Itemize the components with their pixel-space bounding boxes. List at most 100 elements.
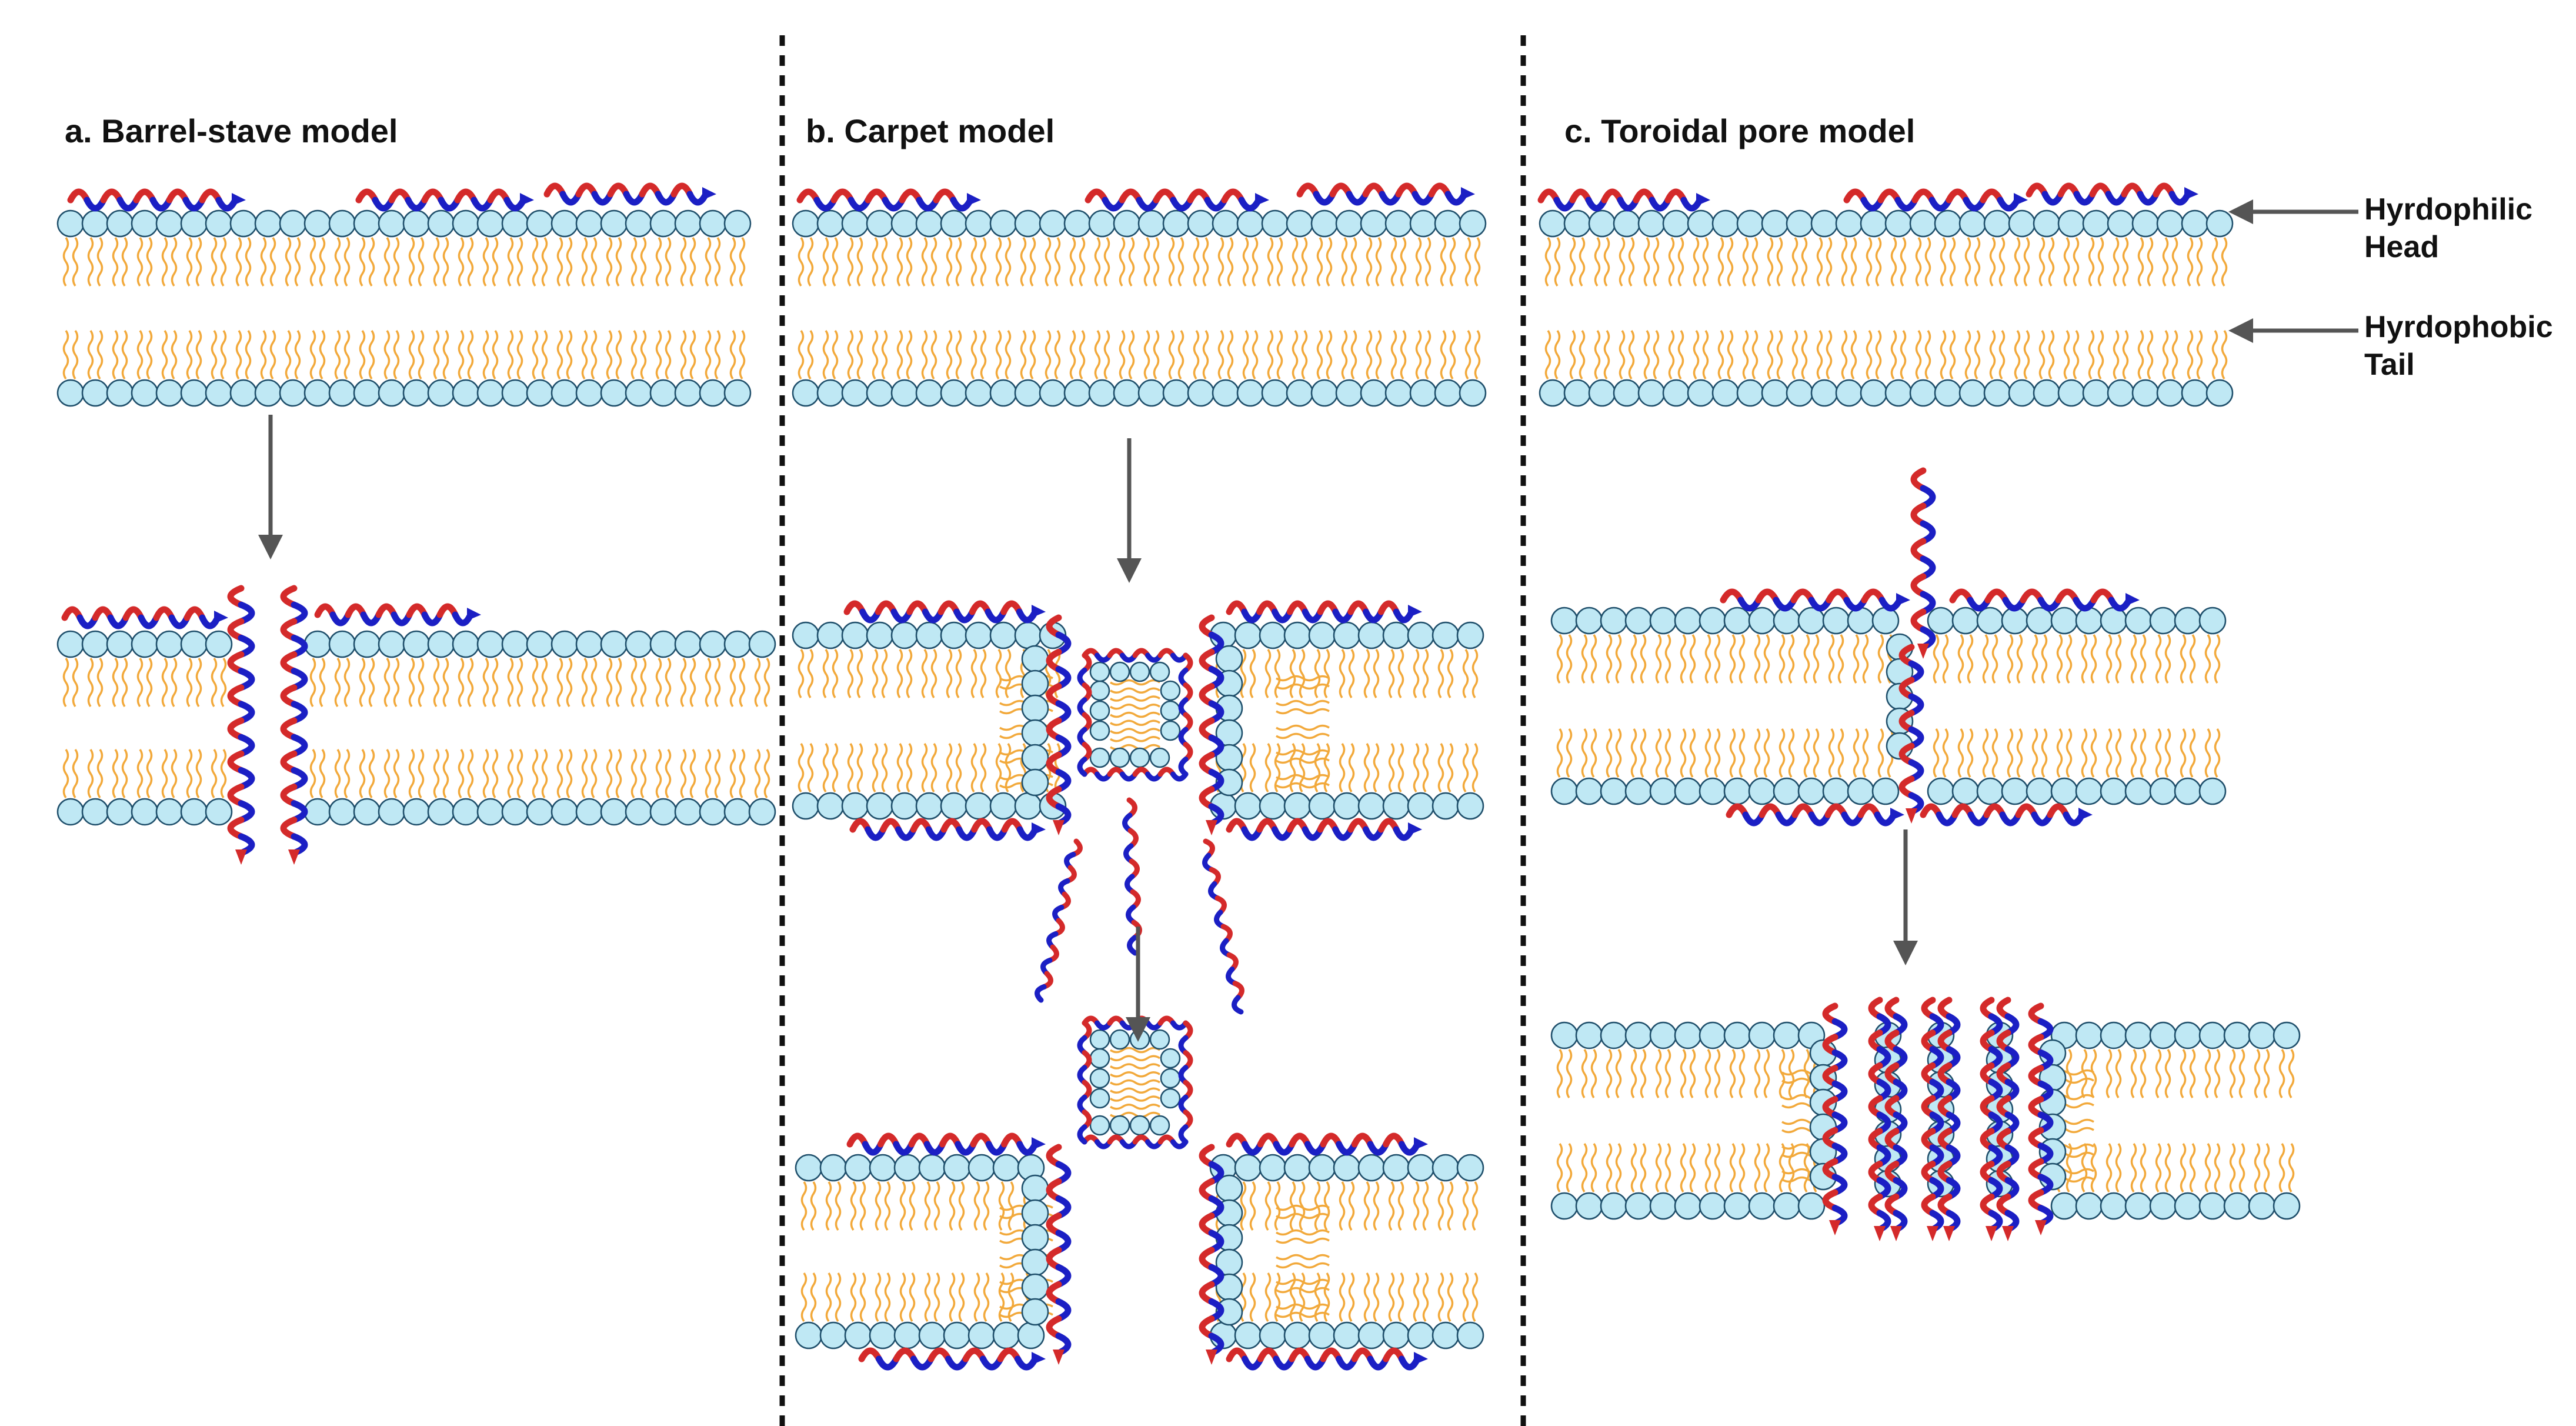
peptide-helix <box>1884 997 1908 1241</box>
lipid-tail <box>408 330 415 379</box>
lipid-head <box>943 1321 971 1350</box>
lipid-tail <box>2164 634 2171 684</box>
lipid-tail <box>1714 1143 1721 1192</box>
lipid-head <box>1674 1021 1702 1049</box>
lipid-tail <box>433 749 440 798</box>
lipid-tail <box>872 237 879 286</box>
lipid-head <box>1187 209 1215 238</box>
lipid-tail <box>1464 330 1471 379</box>
lipid-tail <box>930 743 937 792</box>
lipid-head <box>819 1154 847 1182</box>
lipid-tail <box>1862 728 1869 778</box>
lipid-tail <box>1942 728 1949 778</box>
lipid-tail <box>2155 1143 2162 1192</box>
helix-end <box>1696 193 1710 206</box>
lipid-tail <box>884 1272 891 1322</box>
lipid-head <box>2026 607 2054 635</box>
lipid-tail <box>1949 237 1956 286</box>
lipid-tail <box>1373 649 1380 698</box>
lipid-tail <box>171 330 178 379</box>
lipid-tail <box>235 330 242 379</box>
lipid-tail <box>343 749 351 798</box>
lipid-tail <box>2041 728 2048 778</box>
lipid-tail <box>1643 237 1650 286</box>
lipid-tail <box>1866 237 1873 286</box>
peptide-helix <box>1085 188 1269 212</box>
lipid-tail <box>807 237 814 286</box>
lipid-tail <box>1005 743 1012 792</box>
lipid-head <box>1563 379 1591 407</box>
helix-turn <box>280 784 298 807</box>
lipid-tail <box>1664 728 1671 778</box>
lipid-tail <box>689 658 696 707</box>
lipid-head <box>1259 1321 1287 1350</box>
lipid-tail <box>1924 330 1931 379</box>
lipid-head <box>2008 379 2036 407</box>
lipid-head <box>1797 777 1826 805</box>
lipid-tail <box>2278 1143 2285 1192</box>
lipid-head <box>328 630 356 658</box>
lipid-tail <box>532 749 539 798</box>
lipid-head <box>600 379 628 407</box>
lipid-tail <box>2180 634 2187 684</box>
lipid-tail <box>615 749 622 798</box>
lipid-tail <box>2088 330 2095 379</box>
lipid-tail <box>729 658 736 707</box>
lipid-head <box>893 1321 922 1350</box>
lipid-head <box>1588 209 1616 238</box>
lipid-head <box>155 379 183 407</box>
lipid-head <box>476 798 505 826</box>
lipid-tail <box>1462 1181 1469 1231</box>
lipid-head <box>1357 1321 1386 1350</box>
lipid-head <box>1575 607 1603 635</box>
lipid-tail <box>2214 1143 2221 1192</box>
lipid-tail <box>1594 330 1601 379</box>
lipid-tail <box>754 749 761 798</box>
peptide-helix <box>1296 182 1475 206</box>
lipid-tail <box>433 237 440 286</box>
lipid-tail <box>1890 237 1897 286</box>
lipid-tail <box>1877 634 1884 684</box>
lipid-tail <box>2014 330 2021 379</box>
lipid-tail <box>516 330 523 379</box>
lipid-tail <box>1341 330 1348 379</box>
lipid-tail <box>800 1272 807 1322</box>
lipid-tail <box>1249 1272 1256 1322</box>
lipid-tail <box>798 237 805 286</box>
lipid-tail <box>1437 1272 1444 1322</box>
lipid-head <box>1958 379 1987 407</box>
lipid-head <box>1711 209 1740 238</box>
lipid-tail <box>1397 743 1404 792</box>
helix-turn <box>291 668 308 691</box>
lipid-tail <box>1554 237 1561 286</box>
lipid-head <box>1871 777 1900 805</box>
lipid-tail <box>87 237 94 286</box>
lipid-head <box>1089 747 1110 768</box>
lipid-tail <box>2214 1049 2221 1098</box>
lipid-head <box>1860 379 1888 407</box>
lipid-tail <box>1440 330 1447 379</box>
lipid-head <box>1382 1154 1410 1182</box>
lipid-head <box>1149 661 1170 682</box>
lipid-head <box>1662 379 1690 407</box>
lipid-tail <box>581 237 588 286</box>
lipid-tail <box>822 743 829 792</box>
lipid-head <box>328 209 356 238</box>
lipid-tail <box>2073 330 2080 379</box>
lipid-tail <box>260 330 267 379</box>
lipid-head <box>600 630 628 658</box>
lipid-tail <box>433 330 440 379</box>
lipid-head <box>1723 1192 1751 1220</box>
lipid-head <box>1335 379 1363 407</box>
lipid-tail <box>1803 728 1810 778</box>
lipid-head <box>2033 379 2061 407</box>
lipid-tail <box>2238 1049 2245 1098</box>
lipid-tail <box>1276 749 1330 756</box>
lipid-tail <box>1655 634 1662 684</box>
lipid-tail <box>856 649 863 698</box>
lipid-head <box>1637 209 1666 238</box>
lipid-tail <box>1363 649 1370 698</box>
lipid-head <box>476 379 505 407</box>
lipid-tail <box>408 658 415 707</box>
lipid-head <box>1539 379 1567 407</box>
